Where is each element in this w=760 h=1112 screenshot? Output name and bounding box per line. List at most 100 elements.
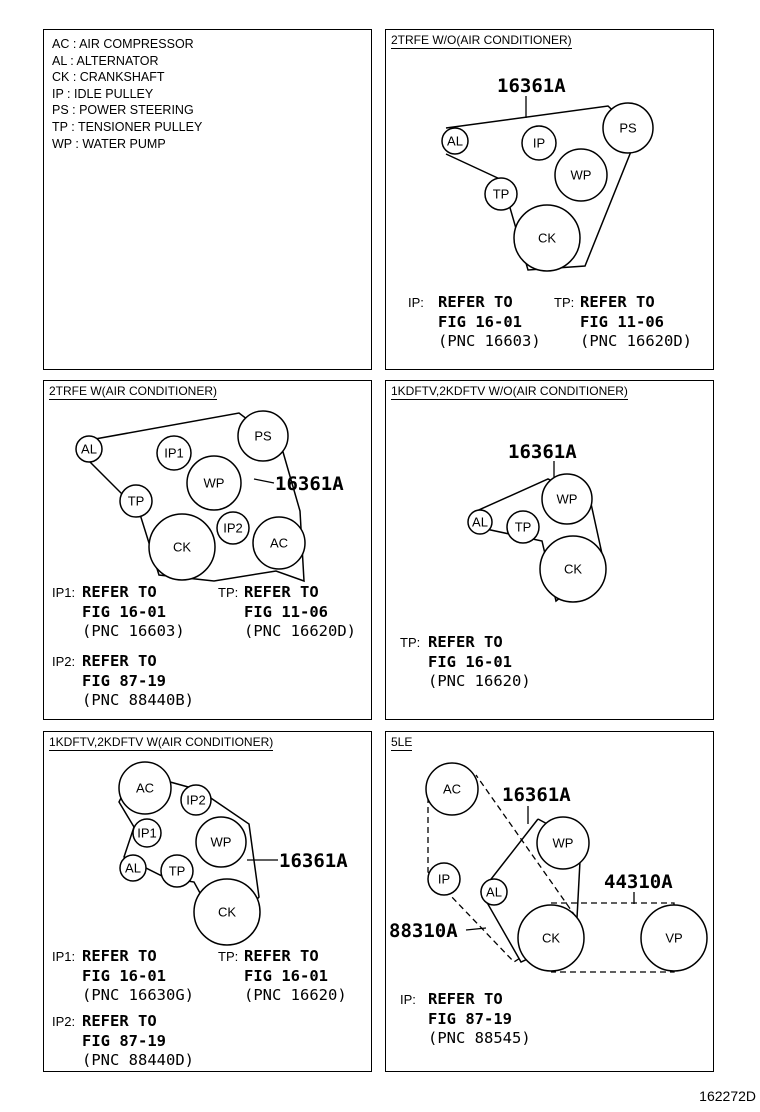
part-leader-line bbox=[253, 478, 275, 484]
ref-line: FIG 16-01 bbox=[244, 966, 328, 985]
pulley-al bbox=[119, 854, 147, 882]
panel-title: 2TRFE W(AIR CONDITIONER) bbox=[49, 384, 217, 400]
pulley-label: AL bbox=[486, 885, 502, 900]
ref-pnc: (PNC 88440B) bbox=[82, 691, 194, 709]
ref-key: IP: bbox=[408, 295, 424, 310]
pulley-label: CK bbox=[542, 931, 560, 946]
part-number: 88310A bbox=[389, 920, 458, 942]
ref-line: REFER TO bbox=[82, 947, 157, 965]
belt-diagram: AC WP IP AL CK VP 16361A 44310A 88310A bbox=[389, 762, 708, 973]
part-leader-line bbox=[465, 927, 487, 931]
pulley-wp bbox=[186, 455, 242, 511]
legend-item: AL : ALTERNATOR bbox=[52, 53, 159, 68]
legend-item: PS : POWER STEERING bbox=[52, 103, 194, 118]
ref-line: REFER TO bbox=[244, 583, 319, 601]
ref-key: IP2: bbox=[52, 654, 76, 669]
pulley-ip1 bbox=[156, 435, 192, 471]
ref-key: IP1: bbox=[52, 585, 76, 600]
ref-key: IP1: bbox=[52, 949, 76, 964]
pulley-label: CK bbox=[564, 562, 582, 577]
panel-title: 2TRFE W/O(AIR CONDITIONER) bbox=[391, 33, 572, 49]
panel-2trfe-with-ac: 2TRFE W(AIR CONDITIONER) AL IP1 PS WP TP… bbox=[43, 380, 372, 720]
abbreviation-legend: AC : AIR COMPRESSOR AL : ALTERNATOR CK :… bbox=[52, 36, 202, 152]
pulley-label: PS bbox=[254, 429, 272, 444]
pulley-label: AL bbox=[81, 442, 97, 457]
ref-line: REFER TO bbox=[580, 293, 655, 311]
ref-line: REFER TO bbox=[244, 947, 319, 965]
pulley-wp bbox=[554, 148, 608, 202]
pulley-ck bbox=[539, 535, 607, 603]
ref-line: FIG 87-19 bbox=[82, 1031, 166, 1050]
pulley-al bbox=[480, 878, 508, 906]
pulley-label: CK bbox=[173, 540, 191, 555]
pulley-ac bbox=[118, 761, 172, 815]
ref-line: FIG 16-01 bbox=[82, 602, 166, 621]
part-number: 44310A bbox=[604, 871, 673, 893]
belt-diagram: AL IP1 PS WP TP CK IP2 AC 16361A bbox=[75, 410, 344, 583]
legend-panel: AC : AIR COMPRESSOR AL : ALTERNATOR CK :… bbox=[43, 29, 372, 370]
pulley-label: AC bbox=[443, 782, 461, 797]
ref-key: TP: bbox=[400, 635, 421, 650]
reference-note: IP2: REFER TO FIG 87-19 (PNC 88440B) bbox=[52, 652, 194, 711]
ref-line: FIG 16-01 bbox=[438, 312, 522, 331]
pulley-al bbox=[75, 435, 103, 463]
reference-note: IP: REFER TO FIG 16-01 (PNC 16603) bbox=[408, 293, 541, 352]
pulley-label: WP bbox=[557, 492, 578, 507]
pulley-ip2 bbox=[180, 784, 212, 816]
pulley-label: TP bbox=[493, 187, 510, 202]
ref-line: FIG 16-01 bbox=[82, 966, 166, 985]
pulley-ck bbox=[193, 878, 261, 946]
pulley-label: IP2 bbox=[186, 793, 206, 808]
belt-diagram: AL IP PS WP TP CK 16361A bbox=[441, 75, 654, 272]
panel-1kdftv-without-ac: 1KDFTV,2KDFTV W/O(AIR CONDITIONER) WP AL… bbox=[385, 380, 714, 720]
panel-1kdftv-with-ac: 1KDFTV,2KDFTV W(AIR CONDITIONER) AC IP2 … bbox=[43, 731, 372, 1072]
panel-5le: 5LE AC WP IP AL CK VP 16361A 44310A 8831… bbox=[385, 731, 714, 1072]
belt-diagram: WP AL TP CK 16361A bbox=[467, 441, 607, 603]
pulley-vp bbox=[640, 904, 708, 972]
pulley-label: IP bbox=[533, 136, 545, 151]
ref-pnc: (PNC 16603) bbox=[82, 622, 185, 640]
ref-line: REFER TO bbox=[82, 583, 157, 601]
pulley-label: IP2 bbox=[223, 521, 243, 536]
pulley-ck bbox=[513, 204, 581, 272]
reference-note: IP2: REFER TO FIG 87-19 (PNC 88440D) bbox=[52, 1012, 194, 1071]
pulley-wp bbox=[541, 473, 593, 525]
pulley-label: IP bbox=[438, 872, 450, 887]
ref-pnc: (PNC 16620) bbox=[428, 672, 531, 690]
ref-line: REFER TO bbox=[428, 633, 503, 651]
pulley-label: TP bbox=[128, 494, 145, 509]
reference-note: IP1: REFER TO FIG 16-01 (PNC 16603) bbox=[52, 583, 185, 642]
ref-line: FIG 87-19 bbox=[82, 671, 166, 690]
pulley-ac bbox=[425, 762, 479, 816]
reference-note: TP: REFER TO FIG 16-01 (PNC 16620) bbox=[400, 633, 531, 692]
ref-line: REFER TO bbox=[82, 1012, 157, 1030]
ref-line: FIG 11-06 bbox=[244, 602, 328, 621]
ref-key: TP: bbox=[218, 585, 239, 600]
ref-pnc: (PNC 88545) bbox=[428, 1029, 531, 1047]
pulley-label: TP bbox=[515, 520, 532, 535]
part-number: 16361A bbox=[502, 784, 571, 806]
ref-line: REFER TO bbox=[438, 293, 513, 311]
pulley-label: AC bbox=[270, 536, 288, 551]
reference-note: TP:REFER TO FIG 11-06 (PNC 16620D) bbox=[554, 293, 692, 352]
illustration-code: 162272D bbox=[699, 1088, 756, 1104]
ref-pnc: (PNC 88440D) bbox=[82, 1051, 194, 1069]
air-compressor-belt bbox=[427, 774, 579, 963]
legend-item: AC : AIR COMPRESSOR bbox=[52, 37, 194, 51]
pulley-label: PS bbox=[619, 121, 637, 136]
ref-line: FIG 16-01 bbox=[428, 652, 512, 671]
pulley-ip1 bbox=[132, 818, 162, 848]
ref-pnc: (PNC 16603) bbox=[438, 332, 541, 350]
legend-item: CK : CRANKSHAFT bbox=[52, 70, 165, 85]
pulley-label: WP bbox=[571, 168, 592, 183]
panel-title: 1KDFTV,2KDFTV W/O(AIR CONDITIONER) bbox=[391, 384, 628, 400]
pulley-label: WP bbox=[553, 836, 574, 851]
ref-line: REFER TO bbox=[82, 652, 157, 670]
pulley-label: AL bbox=[125, 861, 141, 876]
pulley-label: IP1 bbox=[164, 446, 184, 461]
belt-diagram: AC IP2 IP1 WP AL TP CK 16361A bbox=[118, 761, 348, 946]
panel-2trfe-without-ac: 2TRFE W/O(AIR CONDITIONER) AL IP PS WP T… bbox=[385, 29, 714, 370]
pulley-ps bbox=[602, 102, 654, 154]
legend-item: IP : IDLE PULLEY bbox=[52, 86, 154, 101]
ref-key: IP2: bbox=[52, 1014, 76, 1029]
